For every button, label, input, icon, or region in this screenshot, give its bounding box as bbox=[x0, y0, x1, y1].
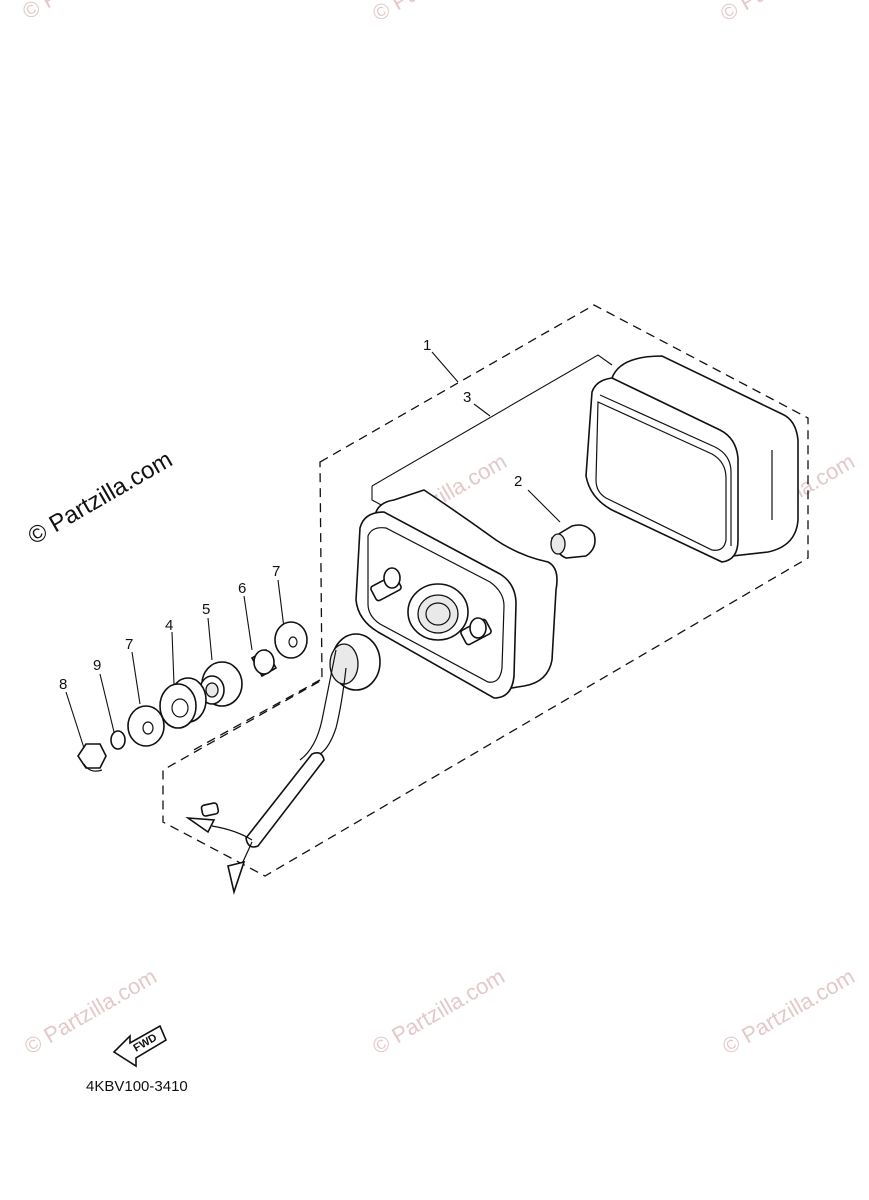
leader-6 bbox=[243, 595, 253, 651]
bulb bbox=[550, 524, 596, 559]
washer-7-upper bbox=[274, 621, 308, 659]
callout-4: 4 bbox=[165, 617, 173, 634]
fwd-arrow-icon: FWD bbox=[112, 1024, 168, 1068]
callout-3: 3 bbox=[463, 389, 471, 406]
leader-2 bbox=[527, 489, 561, 523]
leader-1 bbox=[431, 351, 459, 383]
callout-labels: 1 2 3 4 5 6 7 7 8 9 bbox=[59, 337, 522, 693]
leader-lines bbox=[65, 351, 561, 749]
watermark-main: © Partzilla.com bbox=[24, 446, 178, 550]
watermark-bottom-center: © Partzilla.com bbox=[368, 964, 509, 1060]
callout-6: 6 bbox=[238, 580, 246, 597]
bolt-axis-line bbox=[189, 679, 321, 753]
mounting-hardware bbox=[77, 621, 308, 772]
leader-9 bbox=[99, 673, 115, 733]
diagram-code: 4KBV100-3410 bbox=[86, 1078, 188, 1095]
lamp-housing bbox=[355, 489, 558, 699]
tail-light-lens bbox=[585, 355, 799, 563]
leader-8 bbox=[65, 691, 85, 749]
leader-7a bbox=[277, 579, 285, 629]
leader-4 bbox=[171, 631, 175, 685]
lens-housing-bracket bbox=[371, 354, 613, 515]
watermark-bottom-right: © Partzilla.com bbox=[718, 964, 859, 1060]
watermark-top-right: © Partzilla.com bbox=[716, 0, 857, 26]
callout-5: 5 bbox=[202, 601, 210, 618]
socket-and-harness bbox=[185, 633, 381, 895]
washer-7-lower bbox=[127, 705, 165, 747]
leader-3 bbox=[473, 403, 491, 417]
callout-9: 9 bbox=[93, 657, 101, 674]
callout-7-upper: 7 bbox=[272, 563, 280, 580]
leader-7b bbox=[131, 651, 141, 705]
callout-7-lower: 7 bbox=[125, 636, 133, 653]
callout-8: 8 bbox=[59, 676, 67, 693]
watermark-top-center: © Partzilla.com bbox=[368, 0, 509, 26]
collar-6 bbox=[250, 648, 278, 678]
cap-nut-8 bbox=[77, 743, 107, 772]
watermark-top-left: © Partzilla.com bbox=[18, 0, 159, 24]
callout-1: 1 bbox=[423, 337, 431, 354]
lock-washer-9 bbox=[110, 730, 126, 750]
assembly-boundary bbox=[162, 304, 809, 877]
leader-5 bbox=[207, 617, 213, 661]
callout-2: 2 bbox=[514, 473, 522, 490]
grommet-4 bbox=[159, 677, 207, 729]
